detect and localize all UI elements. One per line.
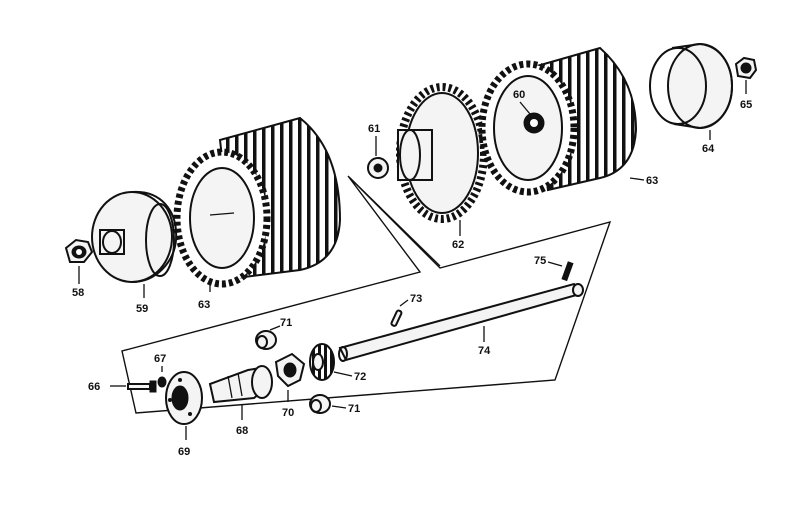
gear-72 [309,343,335,381]
ref-num-70: 70 [282,407,294,419]
ref-num-75: 75 [534,255,546,267]
washer-67 [157,376,167,388]
flange-hub-69 [165,371,203,425]
bearing-71-bottom [309,394,331,414]
ref-num-58: 58 [72,287,84,299]
sprocket-drum-left [173,116,342,288]
ref-num-61: 61 [368,123,380,135]
ref-num-59: 59 [136,303,148,315]
ref-num-62: 62 [452,239,464,251]
sprocket-drum-right [478,46,638,196]
hub-cap-64 [649,42,734,130]
shaft-74 [338,282,584,362]
ref-num-64: 64 [702,143,715,155]
assembly-guide-lines [121,175,612,414]
washer-61 [367,157,389,179]
ref-num-74: 74 [478,345,491,357]
ref-num-63-left: 63 [198,299,210,311]
ref-num-60: 60 [513,89,525,101]
ref-num-65: 65 [740,99,752,111]
ref-num-72: 72 [354,371,366,383]
ref-num-67: 67 [154,353,166,365]
ref-num-68: 68 [236,425,248,437]
pin-75 [561,261,574,282]
boss-60 [523,112,545,134]
key-73 [390,309,403,327]
spider-70 [274,352,306,388]
ref-num-66: 66 [88,381,100,393]
bearing-71-top [255,330,277,350]
ref-num-71-bottom: 71 [348,403,360,415]
reference-labels: 58 59 63 61 62 60 63 64 65 75 73 74 71 7… [72,80,752,458]
ref-num-63-right: 63 [646,175,658,187]
axle-68 [208,365,273,404]
ref-num-71-top: 71 [280,317,292,329]
nut-58 [64,238,94,263]
hub-59 [91,190,178,283]
nut-65 [734,56,758,80]
ref-num-73: 73 [410,293,422,305]
ref-num-69: 69 [178,446,190,458]
bolt-66 [127,380,157,393]
sprocket-62 [396,83,488,223]
